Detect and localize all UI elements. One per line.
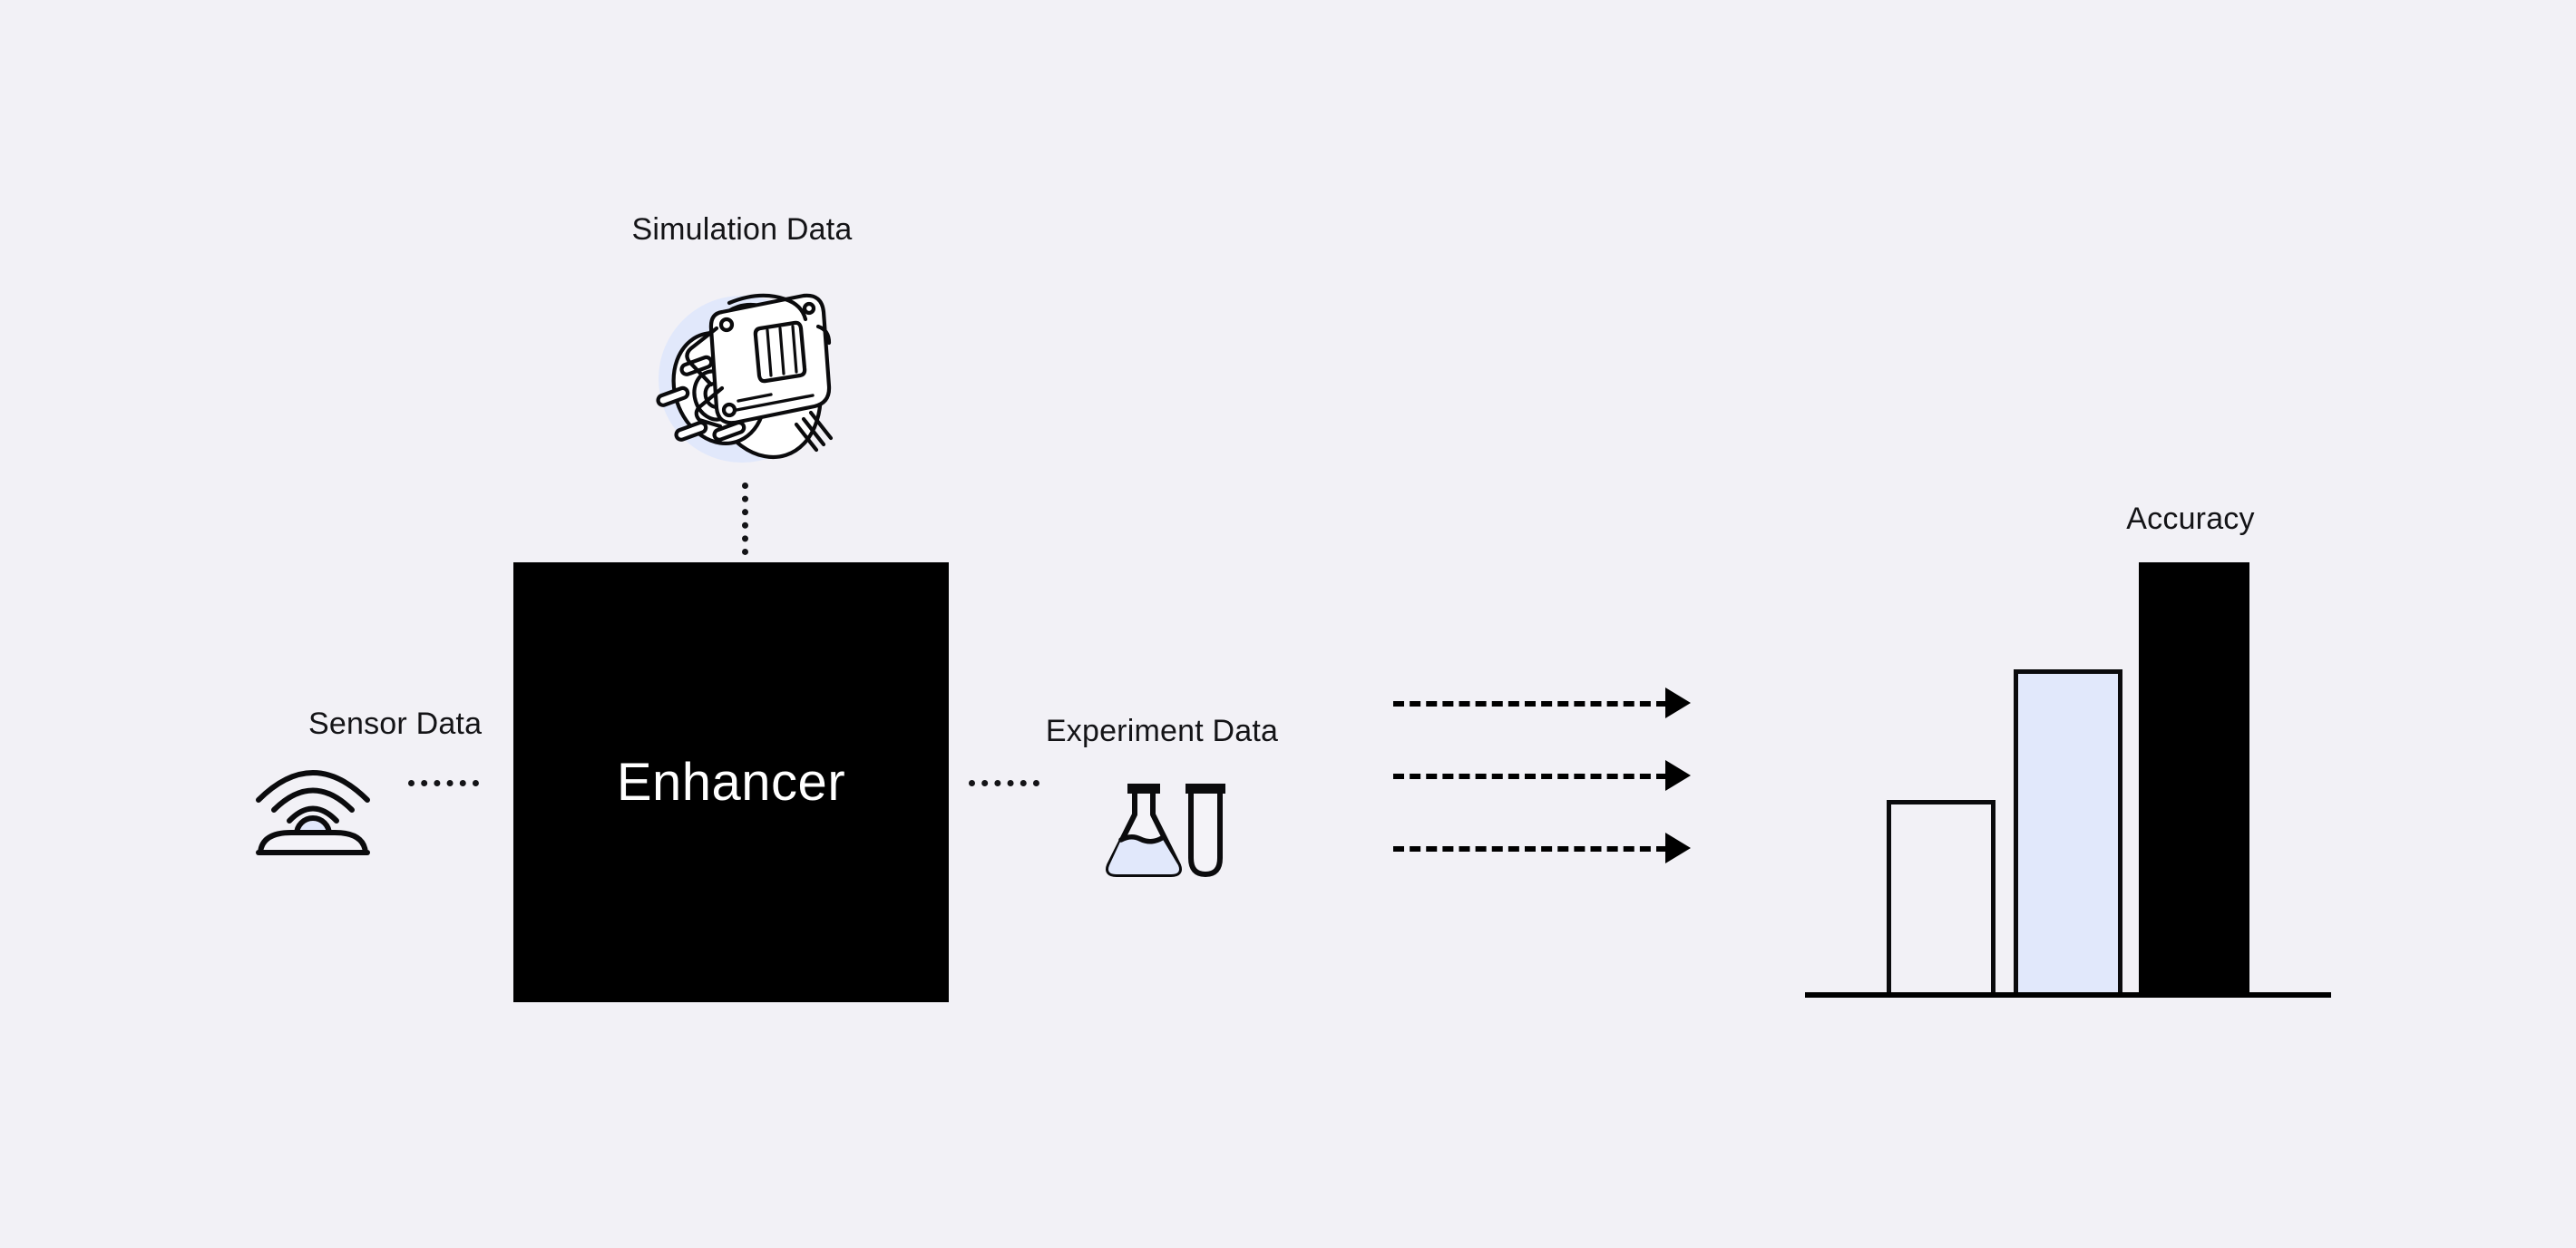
- enhancer-node[interactable]: Enhancer: [513, 562, 949, 1002]
- enhancer-label: Enhancer: [616, 752, 846, 812]
- flask-and-test-tube-icon: [1102, 767, 1229, 882]
- connector-sensor-to-enhancer: [408, 780, 479, 786]
- bar-enhancer: [2139, 561, 2249, 992]
- simulation-data-label: Simulation Data: [631, 212, 853, 247]
- arrow-head-icon: [1665, 760, 1691, 791]
- chart-title: Accuracy: [2126, 502, 2255, 536]
- flow-arrow-1: [1393, 687, 1693, 718]
- bar-enhanced: [2014, 669, 2122, 992]
- wireless-sensor-icon: [249, 749, 376, 858]
- arrow-head-icon: [1665, 687, 1691, 718]
- arrow-line: [1393, 846, 1667, 852]
- accuracy-bar-chart: [1805, 544, 2331, 998]
- connector-enhancer-to-experiment: [969, 780, 1039, 786]
- arrow-line: [1393, 774, 1667, 779]
- brake-rotor-caliper-icon: [635, 272, 849, 483]
- sensor-data-label: Sensor Data: [308, 707, 483, 741]
- flow-arrow-3: [1393, 833, 1693, 863]
- flow-arrow-2: [1393, 760, 1693, 791]
- experiment-data-label: Experiment Data: [1045, 714, 1279, 748]
- arrow-head-icon: [1665, 833, 1691, 863]
- connector-simulation-to-enhancer: [742, 483, 748, 555]
- bar-baseline: [1887, 799, 1995, 992]
- chart-axis-baseline: [1805, 992, 2331, 998]
- arrow-line: [1393, 701, 1667, 707]
